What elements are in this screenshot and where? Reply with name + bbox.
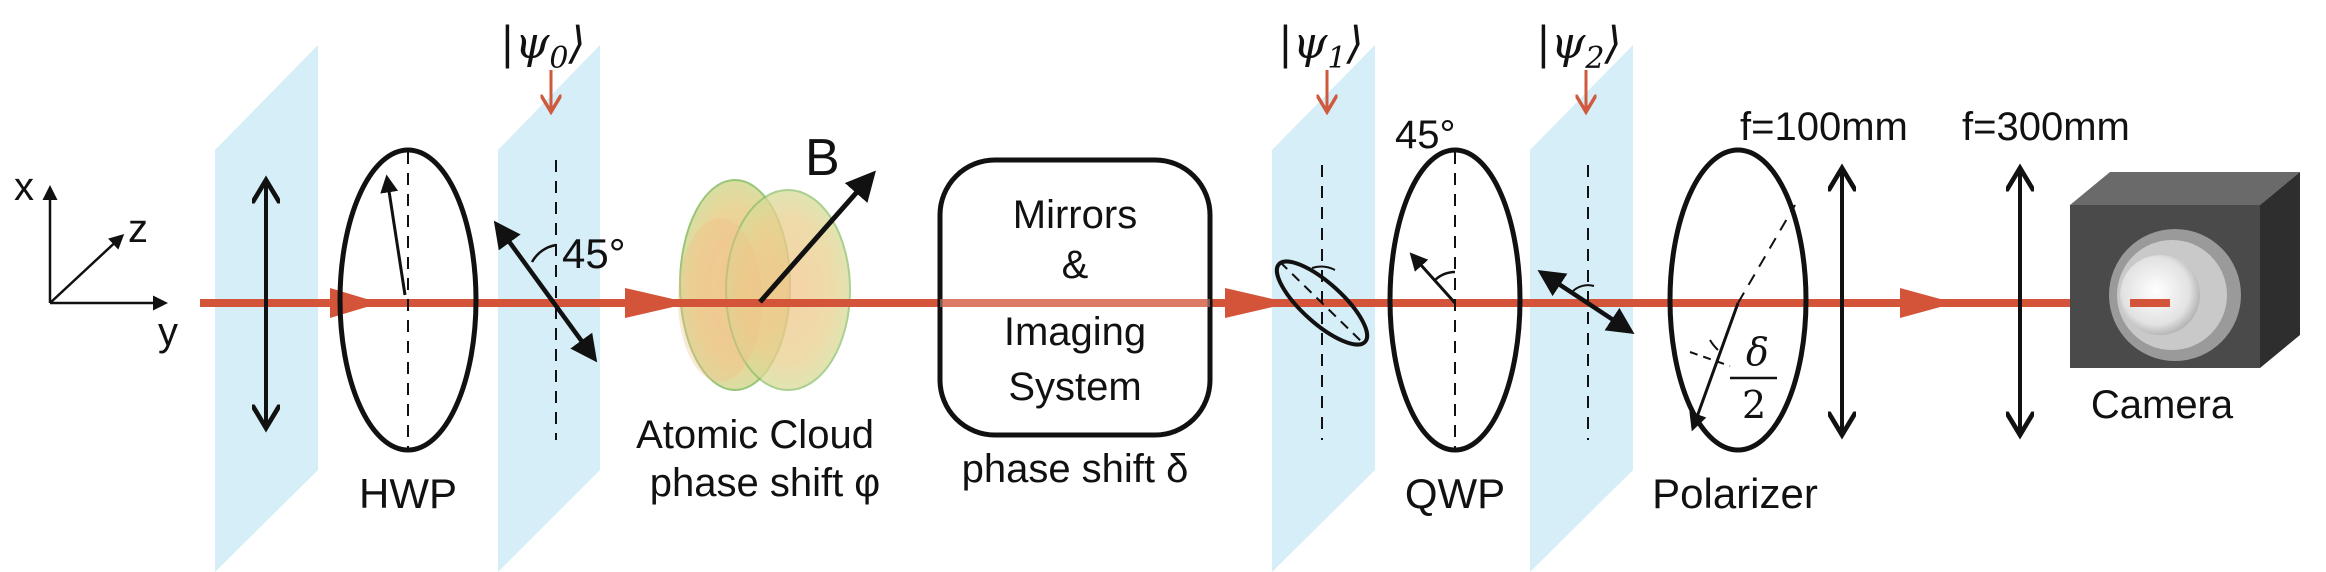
phase-shift-delta-label: phase shift δ	[962, 447, 1189, 491]
delta-denominator: 2	[1742, 383, 1766, 427]
qwp-waveplate	[1387, 147, 1523, 453]
phase-shift-phi-label: phase shift φ	[650, 461, 881, 505]
axis-label-y: y	[158, 310, 178, 354]
hwp-waveplate	[337, 147, 479, 453]
hwp-label: HWP	[359, 470, 457, 517]
angle-45-label: 45°	[562, 230, 626, 277]
plane-psi2	[1530, 45, 1633, 572]
delta-numerator: δ	[1746, 330, 1769, 374]
angle-45-qwp-label: 45°	[1395, 113, 1456, 157]
b-field-arrow	[758, 170, 876, 304]
box-line-1: Mirrors	[1013, 193, 1137, 237]
coordinate-axes: x y z	[14, 165, 178, 354]
polarizer-label: Polarizer	[1652, 470, 1818, 517]
psi1-ellipse	[1274, 259, 1370, 347]
psi0-label: |ψ0⟩	[500, 18, 586, 76]
qwp-label: QWP	[1405, 470, 1505, 517]
box-line-3: Imaging	[1004, 310, 1146, 354]
psi1-major-axis	[1279, 261, 1365, 345]
beam-arrow	[330, 288, 380, 318]
b-field-label: B	[805, 129, 840, 187]
psi2-polarization-arrow	[1537, 270, 1635, 334]
lens-f100-label: f=100mm	[1740, 105, 1908, 149]
psi1-label: |ψ1⟩	[1278, 18, 1364, 76]
axis-label-z: z	[128, 207, 148, 251]
axis-label-x: x	[14, 165, 34, 209]
box-line-2: &	[1062, 243, 1089, 287]
psi0-polarization-arrow	[493, 220, 598, 363]
polarizer	[1667, 147, 1809, 453]
beam-arrow	[1225, 288, 1290, 318]
beam-arrow	[1900, 288, 1955, 318]
camera	[2070, 172, 2300, 368]
mirrors-imaging-box: Mirrors & Imaging System	[937, 157, 1213, 438]
angle-arc	[530, 243, 557, 263]
plane-psi0	[498, 45, 600, 572]
atomic-cloud	[678, 179, 851, 391]
atomic-cloud-label: Atomic Cloud	[636, 413, 874, 457]
box-line-4: System	[1008, 365, 1141, 409]
angle-arc	[1311, 265, 1336, 271]
beam-arrow	[625, 288, 690, 318]
psi2-label: |ψ2⟩	[1536, 18, 1622, 76]
lens-f300-label: f=300mm	[1962, 105, 2130, 149]
camera-label: Camera	[2091, 383, 2234, 427]
angle-arc	[1571, 284, 1595, 293]
plane-psi1	[1272, 45, 1375, 572]
